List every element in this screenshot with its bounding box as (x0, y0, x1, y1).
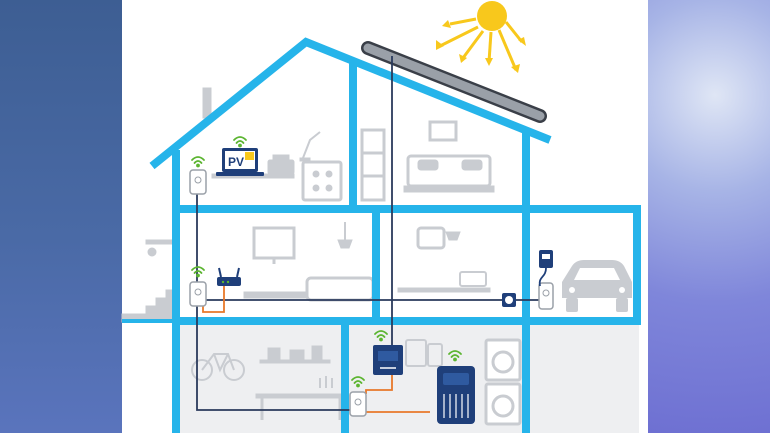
house-frame (122, 37, 641, 433)
pillow (461, 159, 483, 171)
wifi-icon (374, 330, 388, 342)
left-background (0, 0, 122, 433)
pendant-lamp (445, 231, 461, 241)
wifi-icon (191, 156, 205, 168)
inverter-icon (373, 345, 403, 375)
powerline-adapter-icon (349, 391, 367, 417)
dresser (301, 160, 343, 202)
wall-socket-icon (502, 293, 516, 307)
washing-machine-icon (484, 338, 522, 426)
wifi-icon (351, 376, 365, 388)
chimney (202, 87, 212, 119)
sofa (305, 276, 375, 302)
meter-box (427, 343, 443, 367)
workbench (255, 393, 347, 399)
powerline-adapter-icon (538, 282, 554, 310)
storage-box (267, 347, 281, 361)
pillow (417, 159, 439, 171)
bed-frame (403, 185, 495, 193)
dresser-knob (312, 184, 320, 192)
powerline-adapter-icon (189, 281, 207, 307)
router-cable (202, 286, 225, 313)
dresser-knob (325, 184, 333, 192)
bicycle-frame (201, 353, 235, 373)
printer-top (272, 154, 290, 162)
kitchen-counter (397, 287, 491, 293)
bookshelf (360, 128, 386, 202)
inverter-cable (365, 375, 393, 394)
storage-box (289, 349, 305, 361)
roof (149, 37, 552, 170)
meter-box (405, 339, 427, 367)
ev-charger-icon (538, 250, 553, 287)
car-icon (562, 260, 632, 312)
storage-box (311, 345, 323, 361)
picture-frame (428, 120, 458, 142)
bicycle-wheel (223, 359, 245, 381)
dresser-knob (312, 170, 320, 178)
wall-tools (319, 376, 333, 388)
line-living-basement (196, 305, 358, 411)
printer (267, 159, 295, 175)
battery-storage-icon (437, 366, 475, 424)
microwave (459, 271, 487, 287)
laptop-screen-label: PV (228, 155, 244, 169)
powerline-adapter-icon (189, 169, 207, 195)
tv-bench (243, 291, 307, 299)
tv (252, 226, 296, 260)
sun-icon (436, 1, 526, 73)
desk-lamp (302, 131, 321, 159)
furniture-layer (121, 87, 495, 420)
stairs (121, 289, 177, 323)
basement-area (176, 321, 639, 433)
wifi-icon (448, 350, 462, 362)
laptop-icon: PV (216, 148, 264, 176)
power-lines (196, 56, 545, 411)
wall-lamp-arm (145, 239, 177, 245)
wifi-icon (191, 266, 205, 278)
dresser-knob (325, 170, 333, 178)
bicycle-wheel (191, 359, 213, 381)
kitchen-cabinet (416, 226, 446, 250)
right-background (648, 0, 770, 433)
wifi-icon (233, 136, 247, 148)
adapter-lines (202, 286, 430, 413)
ceiling-lamp (337, 239, 353, 249)
router-icon (217, 267, 241, 286)
solar-panel-icon (361, 41, 547, 123)
wall-lamp (147, 247, 157, 257)
